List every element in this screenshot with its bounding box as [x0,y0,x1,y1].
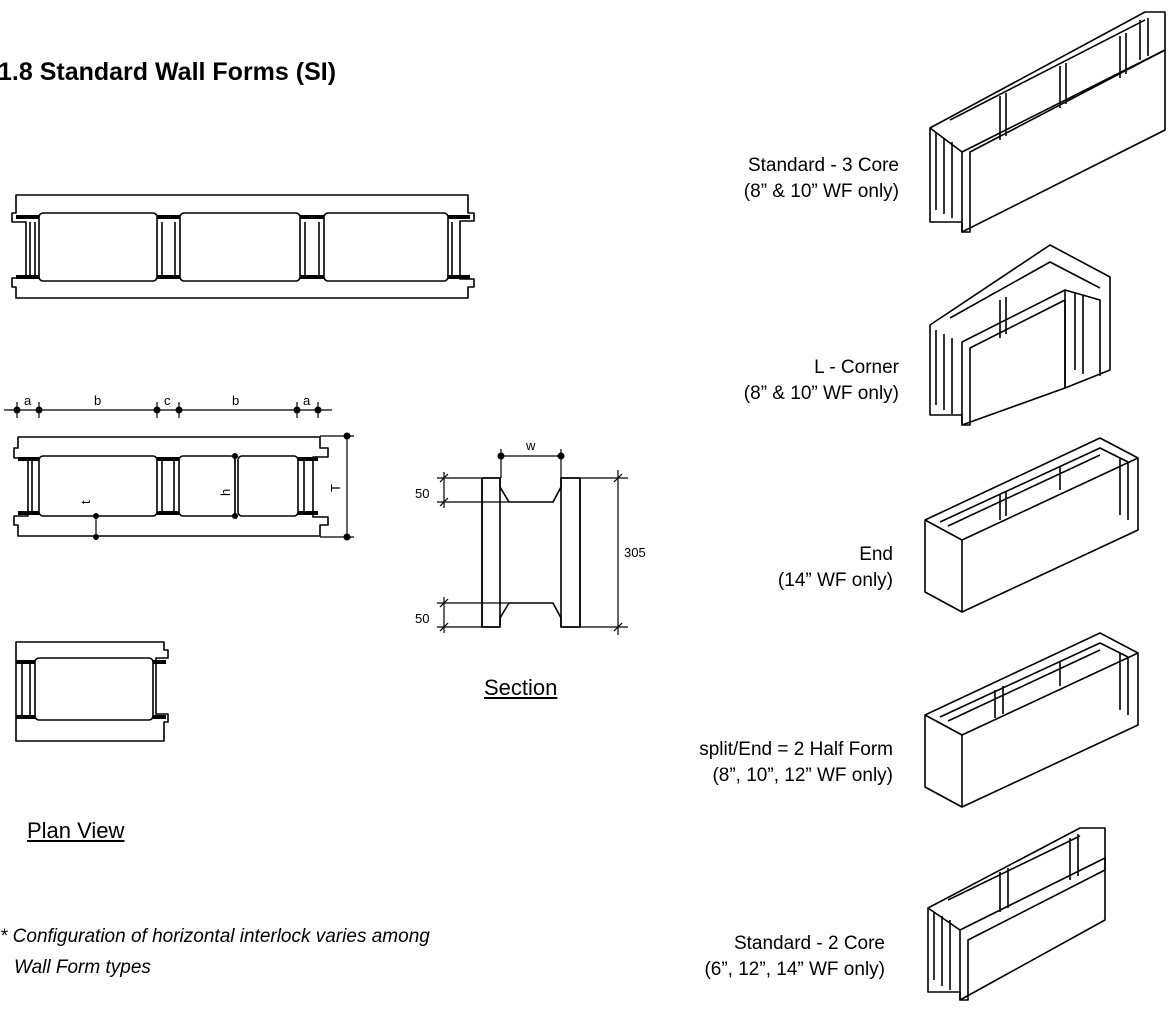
dim-b-right: b [232,393,239,408]
form-note: (8” & 10” WF only) [743,383,899,404]
dim-T: T [328,484,343,492]
iso-end [924,437,1139,613]
dim-a-right: a [303,393,311,408]
dim-305: 305 [624,545,646,560]
form-name: Standard - 3 Core [747,155,899,176]
footnote: * Configuration of horizontal interlock … [0,921,430,983]
form-label-l-corner: L - Corner (8” & 10” WF only) [744,355,899,407]
dim-c: c [164,393,171,408]
dim-w: w [525,438,536,453]
form-note: (8” & 10” WF only) [743,181,899,202]
iso-standard-2-core [927,827,1106,1001]
form-name: Standard - 2 Core [733,933,885,954]
iso-l-corner [929,244,1111,426]
footnote-line-1: * Configuration of horizontal interlock … [0,926,430,947]
form-label-standard-2-core: Standard - 2 Core (6”, 12”, 14” WF only) [704,931,885,983]
plan-dimensioned [4,402,354,541]
form-label-end: End (14” WF only) [778,542,893,594]
plan-single-core [15,641,169,742]
form-label-standard-3-core: Standard - 3 Core (8” & 10” WF only) [744,153,899,205]
form-note: (8”, 10”, 12” WF only) [712,765,893,786]
section-caption: Section [484,675,558,700]
footnote-line-2: Wall Form types [14,957,151,978]
form-note: (14” WF only) [777,570,893,591]
form-note: (6”, 12”, 14” WF only) [704,959,885,980]
dim-h: h [218,489,233,496]
dim-b-left: b [94,393,101,408]
plan-view-caption: Plan View [27,818,125,843]
dim-50-bottom: 50 [415,611,429,626]
plan-three-core [11,194,475,299]
dim-50-top: 50 [415,486,429,501]
form-label-half-form: split/End = 2 Half Form (8”, 10”, 12” WF… [699,737,893,789]
page-title: 1.8 Standard Wall Forms (SI) [0,58,337,86]
section-drawing [437,449,628,635]
iso-standard-3-core [929,11,1166,233]
form-name: L - Corner [814,357,899,378]
iso-half-form [924,632,1139,808]
dim-a-left: a [24,393,32,408]
form-name: split/End = 2 Half Form [699,739,893,760]
form-name: End [859,544,893,565]
dim-t: t [78,500,93,504]
